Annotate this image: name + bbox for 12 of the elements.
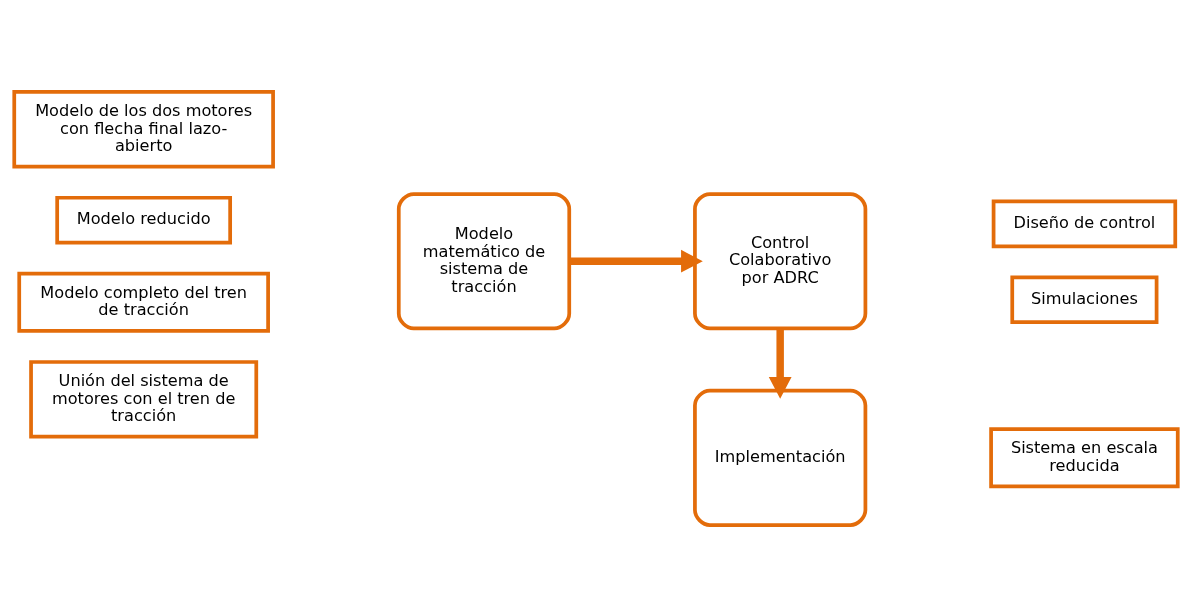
node-box: Modelo de los dos motores con flecha final lazo-abierto	[12, 89, 275, 168]
node-box: Modelo reducido	[55, 195, 232, 244]
node-box: Simulaciones	[1010, 275, 1159, 324]
node-box: Diseño de control	[991, 199, 1178, 248]
node-box: Modelo completo del tren de tracción	[17, 271, 270, 333]
node-box: Modelo matemático de sistema de tracción	[396, 191, 572, 330]
arrow	[768, 327, 792, 399]
node-box: Sistema en escala reducida	[989, 426, 1180, 488]
arrow	[569, 249, 703, 273]
node-box: Control Colaborativo por ADRC	[693, 191, 868, 330]
node-box: Implementación	[693, 388, 868, 527]
node-box: Unión del sistema de motores con el tren de tracción	[29, 359, 259, 439]
